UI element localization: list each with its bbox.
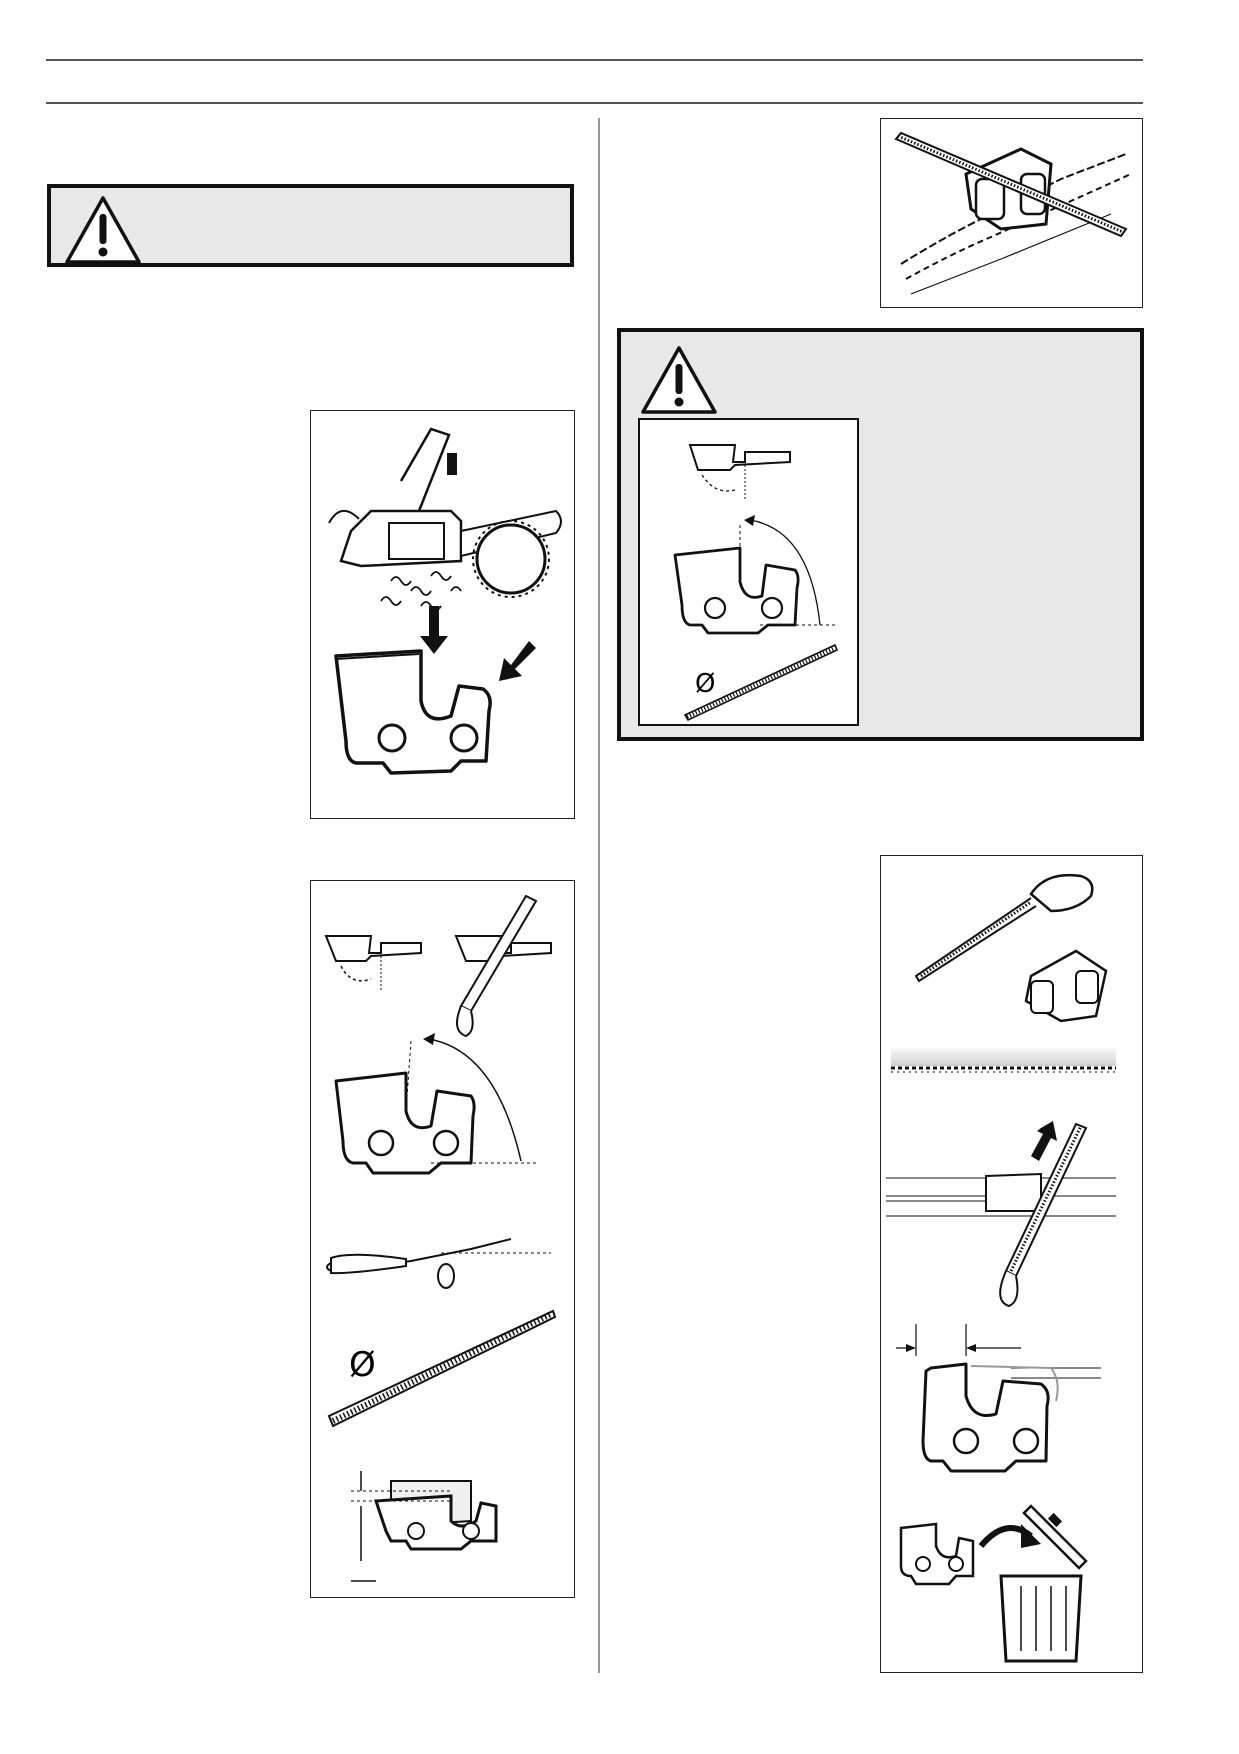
file-gauge-on-chain-icon — [894, 131, 1132, 295]
sharpening-sequence-icon — [886, 873, 1116, 1663]
chainsaw-cutting-log-icon — [328, 427, 562, 775]
warning-triangle-icon — [641, 346, 717, 414]
warning-box-left — [47, 184, 574, 267]
column-divider — [598, 118, 600, 1673]
warning-box-right: Ø — [617, 328, 1144, 741]
warning-inner-figure: Ø — [638, 418, 859, 726]
figure-dull-chain — [310, 410, 575, 819]
diameter-symbol: Ø — [695, 669, 715, 699]
cutter-angle-file-icon: Ø — [324, 894, 557, 1582]
cutter-geometry-icon: Ø — [673, 444, 839, 722]
header-rule-top — [46, 59, 1143, 61]
diameter-symbol: Ø — [349, 1345, 376, 1385]
warning-triangle-icon — [65, 196, 141, 264]
figure-file-gauge — [880, 118, 1143, 308]
figure-sharpening-steps — [880, 855, 1143, 1673]
header-rule-bottom — [46, 102, 1143, 104]
figure-filing-angles: Ø — [310, 880, 575, 1598]
